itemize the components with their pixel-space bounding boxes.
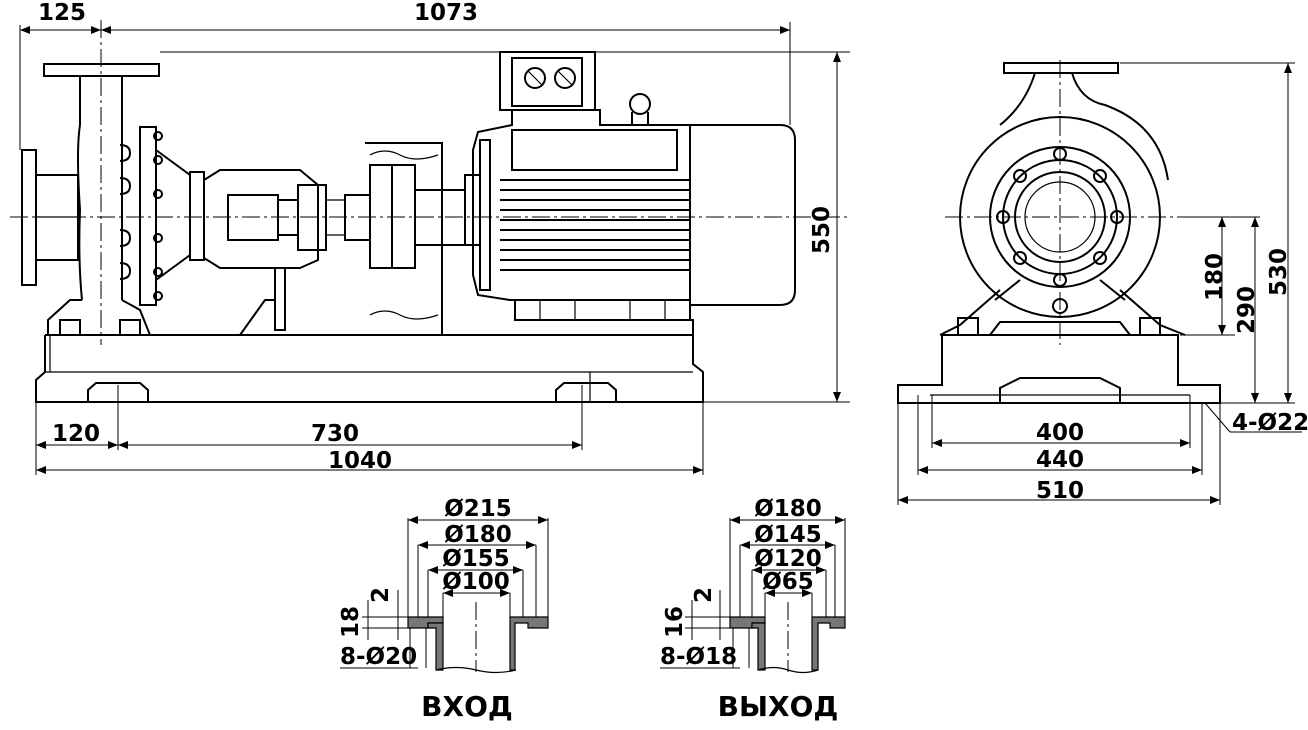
inlet-d-outer: Ø215 <box>444 496 512 522</box>
dim-290: 290 <box>1234 286 1260 334</box>
dim-730: 730 <box>311 421 359 447</box>
dim-125: 125 <box>38 0 86 26</box>
dim-530: 530 <box>1266 248 1292 296</box>
pump-casing <box>21 63 163 336</box>
dim-550: 550 <box>809 206 835 254</box>
dim-1073: 1073 <box>414 0 478 26</box>
end-base <box>897 334 1221 404</box>
outlet-bolts: 8-Ø18 <box>660 644 737 670</box>
motor <box>464 51 796 321</box>
outlet-raise: 2 <box>691 587 717 603</box>
inlet-d-face: Ø155 <box>442 546 510 572</box>
discharge-flange <box>1003 62 1119 74</box>
outlet-flange-section: Ø180 Ø145 Ø120 Ø65 16 2 8-Ø18 ВЫХОД <box>660 496 846 723</box>
base-frame <box>35 319 704 403</box>
coupling <box>344 142 466 336</box>
inlet-d-bore: Ø100 <box>442 569 510 595</box>
outlet-d-bore: Ø65 <box>762 569 814 595</box>
dim-440: 440 <box>1036 447 1084 473</box>
dim-120: 120 <box>52 421 100 447</box>
motor-fins <box>500 179 690 271</box>
dim-1040: 1040 <box>328 448 392 474</box>
bearing-bracket <box>155 149 345 336</box>
dim-400: 400 <box>1036 420 1084 446</box>
side-view: 125 1073 550 120 730 1040 <box>10 0 850 475</box>
outlet-d-bolt: Ø145 <box>754 522 822 548</box>
holes-4-d22: 4-Ø22 <box>1232 410 1308 436</box>
outlet-d-face: Ø120 <box>754 546 822 572</box>
side-dimensions: 125 1073 550 120 730 1040 <box>19 0 850 475</box>
outlet-label: ВЫХОД <box>718 690 839 723</box>
outlet-thickness: 16 <box>662 606 688 638</box>
inlet-d-bolt: Ø180 <box>444 522 512 548</box>
inlet-raise: 2 <box>368 587 394 603</box>
end-view: 180 290 530 400 440 510 4-Ø22 <box>897 60 1308 505</box>
end-dimensions: 180 290 530 400 440 510 4-Ø22 <box>897 62 1308 505</box>
inlet-label: ВХОД <box>421 690 513 723</box>
dim-510: 510 <box>1036 478 1084 504</box>
inlet-bolts: 8-Ø20 <box>340 644 417 670</box>
inlet-flange-section: Ø215 Ø180 Ø155 Ø100 18 2 8-Ø20 ВХОД <box>338 496 549 723</box>
inlet-thickness: 18 <box>338 606 364 638</box>
outlet-d-outer: Ø180 <box>754 496 822 522</box>
dim-180: 180 <box>1202 253 1228 301</box>
